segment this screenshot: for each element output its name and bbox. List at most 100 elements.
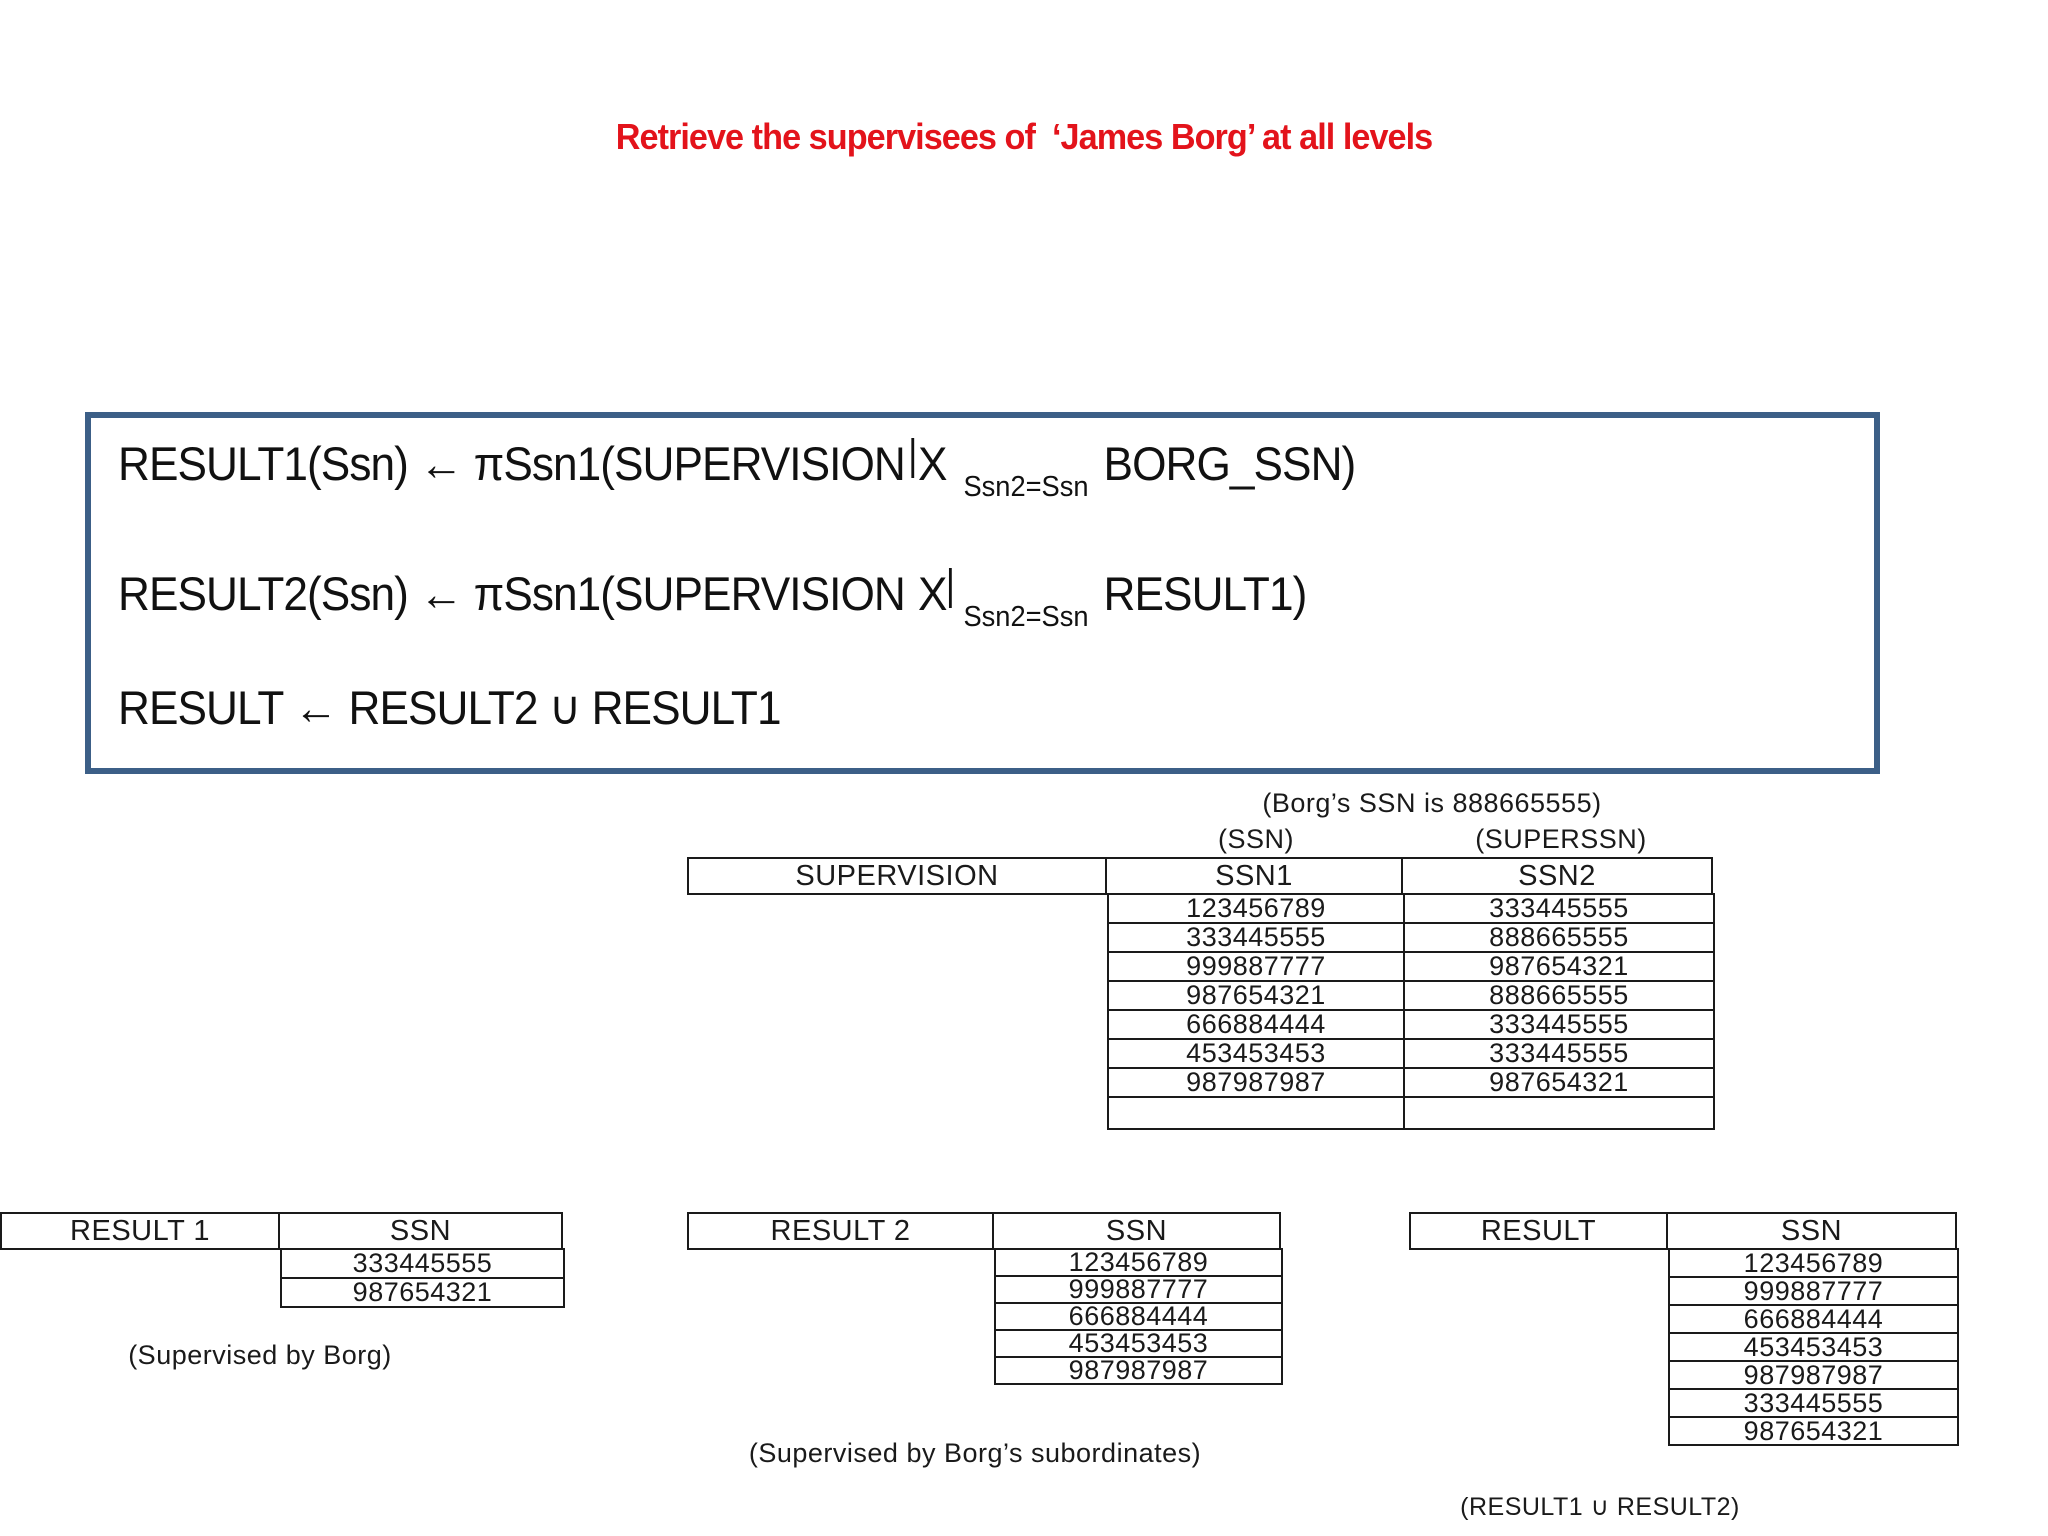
table-cell: 453453453	[994, 1328, 1283, 1358]
table-cell: 333445555	[280, 1248, 565, 1279]
table-cell-empty	[1107, 1096, 1405, 1130]
table-row: 453453453	[1409, 1332, 1959, 1362]
table-row: 123456789	[687, 1247, 1283, 1277]
relation-name-result: RESULT	[1409, 1212, 1668, 1250]
table-row: 987987987	[1409, 1360, 1959, 1390]
table-cell: 333445555	[1403, 893, 1715, 924]
result-table: RESULT SSN 123456789 999887777 666884444…	[1409, 1212, 1959, 1446]
formula-1-post: BORG_SSN)	[1103, 437, 1357, 490]
table-cell: 987654321	[1107, 980, 1405, 1011]
result2-table: RESULT 2 SSN 123456789 999887777 6668844…	[687, 1212, 1283, 1385]
row-spacer	[0, 1248, 280, 1279]
table-cell: 453453453	[1107, 1038, 1405, 1069]
table-cell: 666884444	[1668, 1304, 1959, 1334]
row-spacer	[687, 922, 1107, 953]
supervision-table: SUPERVISION SSN1 SSN2 123456789 33344555…	[687, 857, 1715, 1130]
table-cell: 123456789	[1107, 893, 1405, 924]
table-cell: 987654321	[1403, 1067, 1715, 1098]
join-operator-icon: X	[918, 567, 953, 620]
column-header-ssn1: SSN1	[1105, 857, 1403, 895]
relation-name-result1: RESULT 1	[0, 1212, 280, 1250]
table-cell: 987987987	[994, 1355, 1283, 1385]
table-cell: 999887777	[994, 1274, 1283, 1304]
table-row: 453453453 333445555	[687, 1038, 1715, 1069]
row-spacer	[1409, 1332, 1668, 1362]
table-header-row: SUPERVISION SSN1 SSN2	[687, 857, 1715, 895]
row-spacer	[687, 1009, 1107, 1040]
row-spacer	[687, 1302, 994, 1331]
table-row: 666884444 333445555	[687, 1009, 1715, 1040]
table-cell: 453453453	[1668, 1332, 1959, 1362]
table-cell: 987987987	[1668, 1360, 1959, 1390]
table-row: 999887777 987654321	[687, 951, 1715, 982]
column-header-ssn: SSN	[1666, 1212, 1957, 1250]
table-row: 987987987	[687, 1355, 1283, 1385]
column-header-ssn: SSN	[278, 1212, 563, 1250]
table-cell: 999887777	[1107, 951, 1405, 982]
table-cell: 123456789	[994, 1247, 1283, 1277]
row-spacer	[687, 1356, 994, 1385]
table-cell: 666884444	[1107, 1009, 1405, 1040]
result-caption: (RESULT1 ∪ RESULT2)	[1460, 1493, 1740, 1521]
table-cell: 888665555	[1403, 980, 1715, 1011]
table-row: 123456789	[1409, 1248, 1959, 1278]
result2-caption: (Supervised by Borg’s subordinates)	[748, 1438, 1202, 1468]
relation-name-supervision: SUPERVISION	[687, 857, 1107, 895]
table-cell: 333445555	[1668, 1388, 1959, 1418]
table-row: 123456789 333445555	[687, 893, 1715, 924]
table-row-empty	[687, 1096, 1715, 1130]
row-spacer	[687, 1067, 1107, 1098]
table-row: 999887777	[1409, 1276, 1959, 1306]
table-cell: 123456789	[1668, 1248, 1959, 1278]
relation-name-result2: RESULT 2	[687, 1212, 994, 1250]
row-spacer	[1409, 1360, 1668, 1390]
formula-2-post: RESULT1)	[1103, 567, 1308, 620]
table-cell: 333445555	[1403, 1009, 1715, 1040]
table-row: 666884444	[1409, 1304, 1959, 1334]
result1-caption: (Supervised by Borg)	[128, 1340, 392, 1370]
table-header-row: RESULT 2 SSN	[687, 1212, 1283, 1250]
table-header-row: RESULT SSN	[1409, 1212, 1959, 1250]
result1-table: RESULT 1 SSN 333445555 987654321	[0, 1212, 565, 1308]
row-spacer	[687, 1038, 1107, 1069]
table-row: 999887777	[687, 1274, 1283, 1304]
table-row: 987654321	[1409, 1416, 1959, 1446]
row-spacer	[1409, 1416, 1668, 1446]
row-spacer	[1409, 1248, 1668, 1278]
table-row: 453453453	[687, 1328, 1283, 1358]
column-header-ssn: SSN	[992, 1212, 1281, 1250]
row-spacer	[687, 1096, 1107, 1130]
table-row: 333445555	[1409, 1388, 1959, 1418]
table-cell: 987987987	[1107, 1067, 1405, 1098]
table-cell: 987654321	[1403, 951, 1715, 982]
formula-3-text: RESULT ← RESULT2 ∪ RESULT1	[118, 681, 782, 734]
join-operator-icon: X	[911, 437, 948, 490]
row-spacer	[687, 980, 1107, 1011]
table-row: 987654321 888665555	[687, 980, 1715, 1011]
table-header-row: RESULT 1 SSN	[0, 1212, 565, 1250]
table-cell: 987654321	[280, 1277, 565, 1308]
row-spacer	[687, 951, 1107, 982]
table-cell: 999887777	[1668, 1276, 1959, 1306]
table-row: 333445555	[0, 1248, 565, 1279]
table-cell-empty	[1403, 1096, 1715, 1130]
page-title: Retrieve the supervisees of ‘James Borg’…	[615, 116, 1433, 157]
row-spacer	[1409, 1304, 1668, 1334]
formula-2-pre: RESULT2(Ssn) ← πSsn1(SUPERVISION	[118, 567, 906, 620]
row-spacer	[0, 1277, 280, 1308]
row-spacer	[687, 893, 1107, 924]
row-spacer	[687, 1329, 994, 1358]
table-row: 333445555 888665555	[687, 922, 1715, 953]
table-cell: 333445555	[1107, 922, 1405, 953]
join-condition: Ssn2=Ssn	[963, 601, 1089, 633]
ssn-column-note: (SSN)	[1218, 824, 1294, 854]
row-spacer	[687, 1275, 994, 1304]
row-spacer	[1409, 1388, 1668, 1418]
formula-1-pre: RESULT1(Ssn) ← πSsn1(SUPERVISION	[118, 437, 906, 490]
table-row: 987987987 987654321	[687, 1067, 1715, 1098]
join-condition: Ssn2=Ssn	[963, 471, 1089, 503]
formula-line-3: RESULT ← RESULT2 ∪ RESULT1	[118, 680, 782, 736]
table-cell: 666884444	[994, 1301, 1283, 1331]
